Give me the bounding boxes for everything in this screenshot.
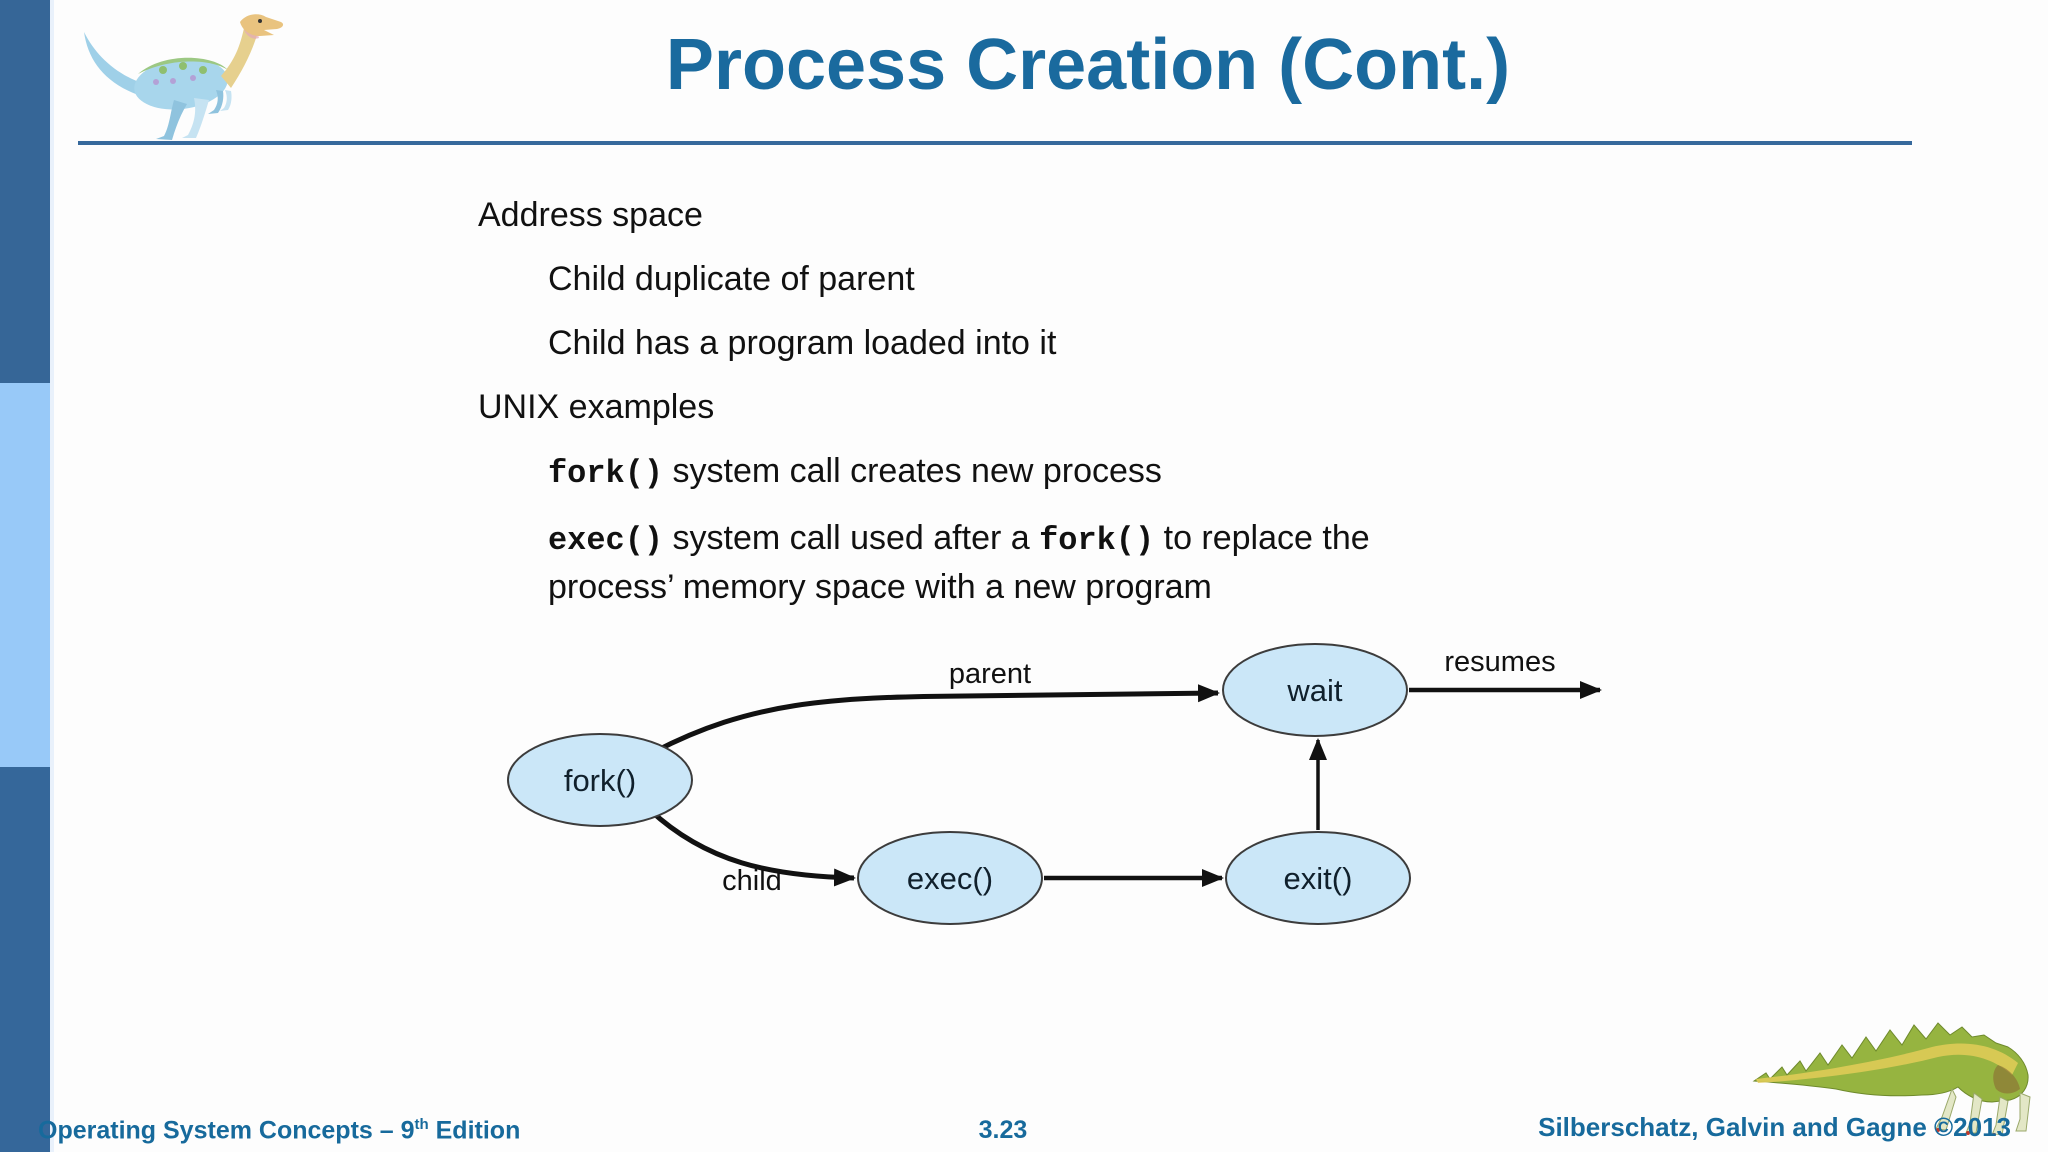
slide-body: Address space Child duplicate of parent … [478, 192, 1658, 628]
slide-header: Process Creation (Cont.) [0, 24, 2048, 107]
bullet-text: system call creates new process [663, 452, 1162, 490]
edge-child-label: child [722, 865, 782, 897]
code-fork-2: fork() [1039, 522, 1155, 559]
node-exit [1225, 831, 1411, 925]
sidebar-accent-top [0, 0, 50, 383]
bullet-address-space: Address space [478, 192, 1658, 238]
edge-parent-label: parent [949, 658, 1031, 690]
process-lifecycle-diagram: fork() exec() exit() wait parent child r… [480, 610, 1730, 960]
bullet-exec-line1: exec() system call used after a fork() t… [548, 515, 1658, 564]
bullet-child-program: Child has a program loaded into it [548, 320, 1658, 366]
bullet-text: system call used after a [663, 519, 1040, 557]
bullet-text: Address space [478, 196, 703, 234]
bullet-text: Child duplicate of parent [548, 260, 915, 298]
footer-book-text: Operating System Concepts – 9 [38, 1116, 415, 1145]
bullet-exec-line2: process’ memory space with a new program [548, 568, 1212, 606]
code-exec: exec() [548, 522, 664, 559]
sidebar-accent-middle [0, 383, 50, 767]
bullet-child-duplicate: Child duplicate of parent [548, 256, 1658, 302]
edge-resumes-label: resumes [1444, 646, 1555, 678]
page-title: Process Creation (Cont.) [665, 25, 1511, 105]
node-exit-label: exit() [1284, 861, 1353, 896]
footer-page-number: 3.23 [978, 1116, 1028, 1144]
edge-child-arrow [648, 808, 856, 887]
footer-authors: Silberschatz, Galvin and Gagne ©2013 [1538, 1112, 2011, 1142]
spiky-dinosaur-illustration [1752, 1022, 2031, 1137]
bullet-text: to replace the [1154, 519, 1370, 557]
node-exec-label: exec() [907, 861, 993, 896]
node-fork [507, 733, 693, 827]
bullet-text: Child has a program loaded into it [548, 324, 1057, 362]
dinosaur-bottom-right-icon [1752, 985, 2048, 1137]
title-divider [78, 141, 1912, 145]
bullet-fork: fork() system call creates new process [548, 448, 1658, 497]
sidebar-accent-edge [50, 0, 54, 1152]
bullet-text: UNIX examples [478, 388, 715, 426]
bullet-exec: exec() system call used after a fork() t… [548, 515, 1658, 610]
footer-edition-text: Edition [428, 1116, 521, 1145]
sidebar-accent-bottom [0, 767, 50, 1152]
code-fork: fork() [548, 455, 664, 492]
edge-parent-arrow [652, 684, 1220, 755]
bullet-unix-examples: UNIX examples [478, 384, 1658, 430]
node-wait [1222, 643, 1408, 737]
node-wait-label: wait [1286, 673, 1343, 708]
footer-edition-sup: th [414, 1116, 429, 1133]
node-exec [857, 831, 1043, 925]
theropod-dinosaur-illustration [84, 14, 284, 140]
dinosaur-top-left-icon [78, 8, 313, 140]
node-fork-label: fork() [564, 763, 636, 798]
footer-book-title: Operating System Concepts – 9th Edition [38, 1116, 520, 1145]
